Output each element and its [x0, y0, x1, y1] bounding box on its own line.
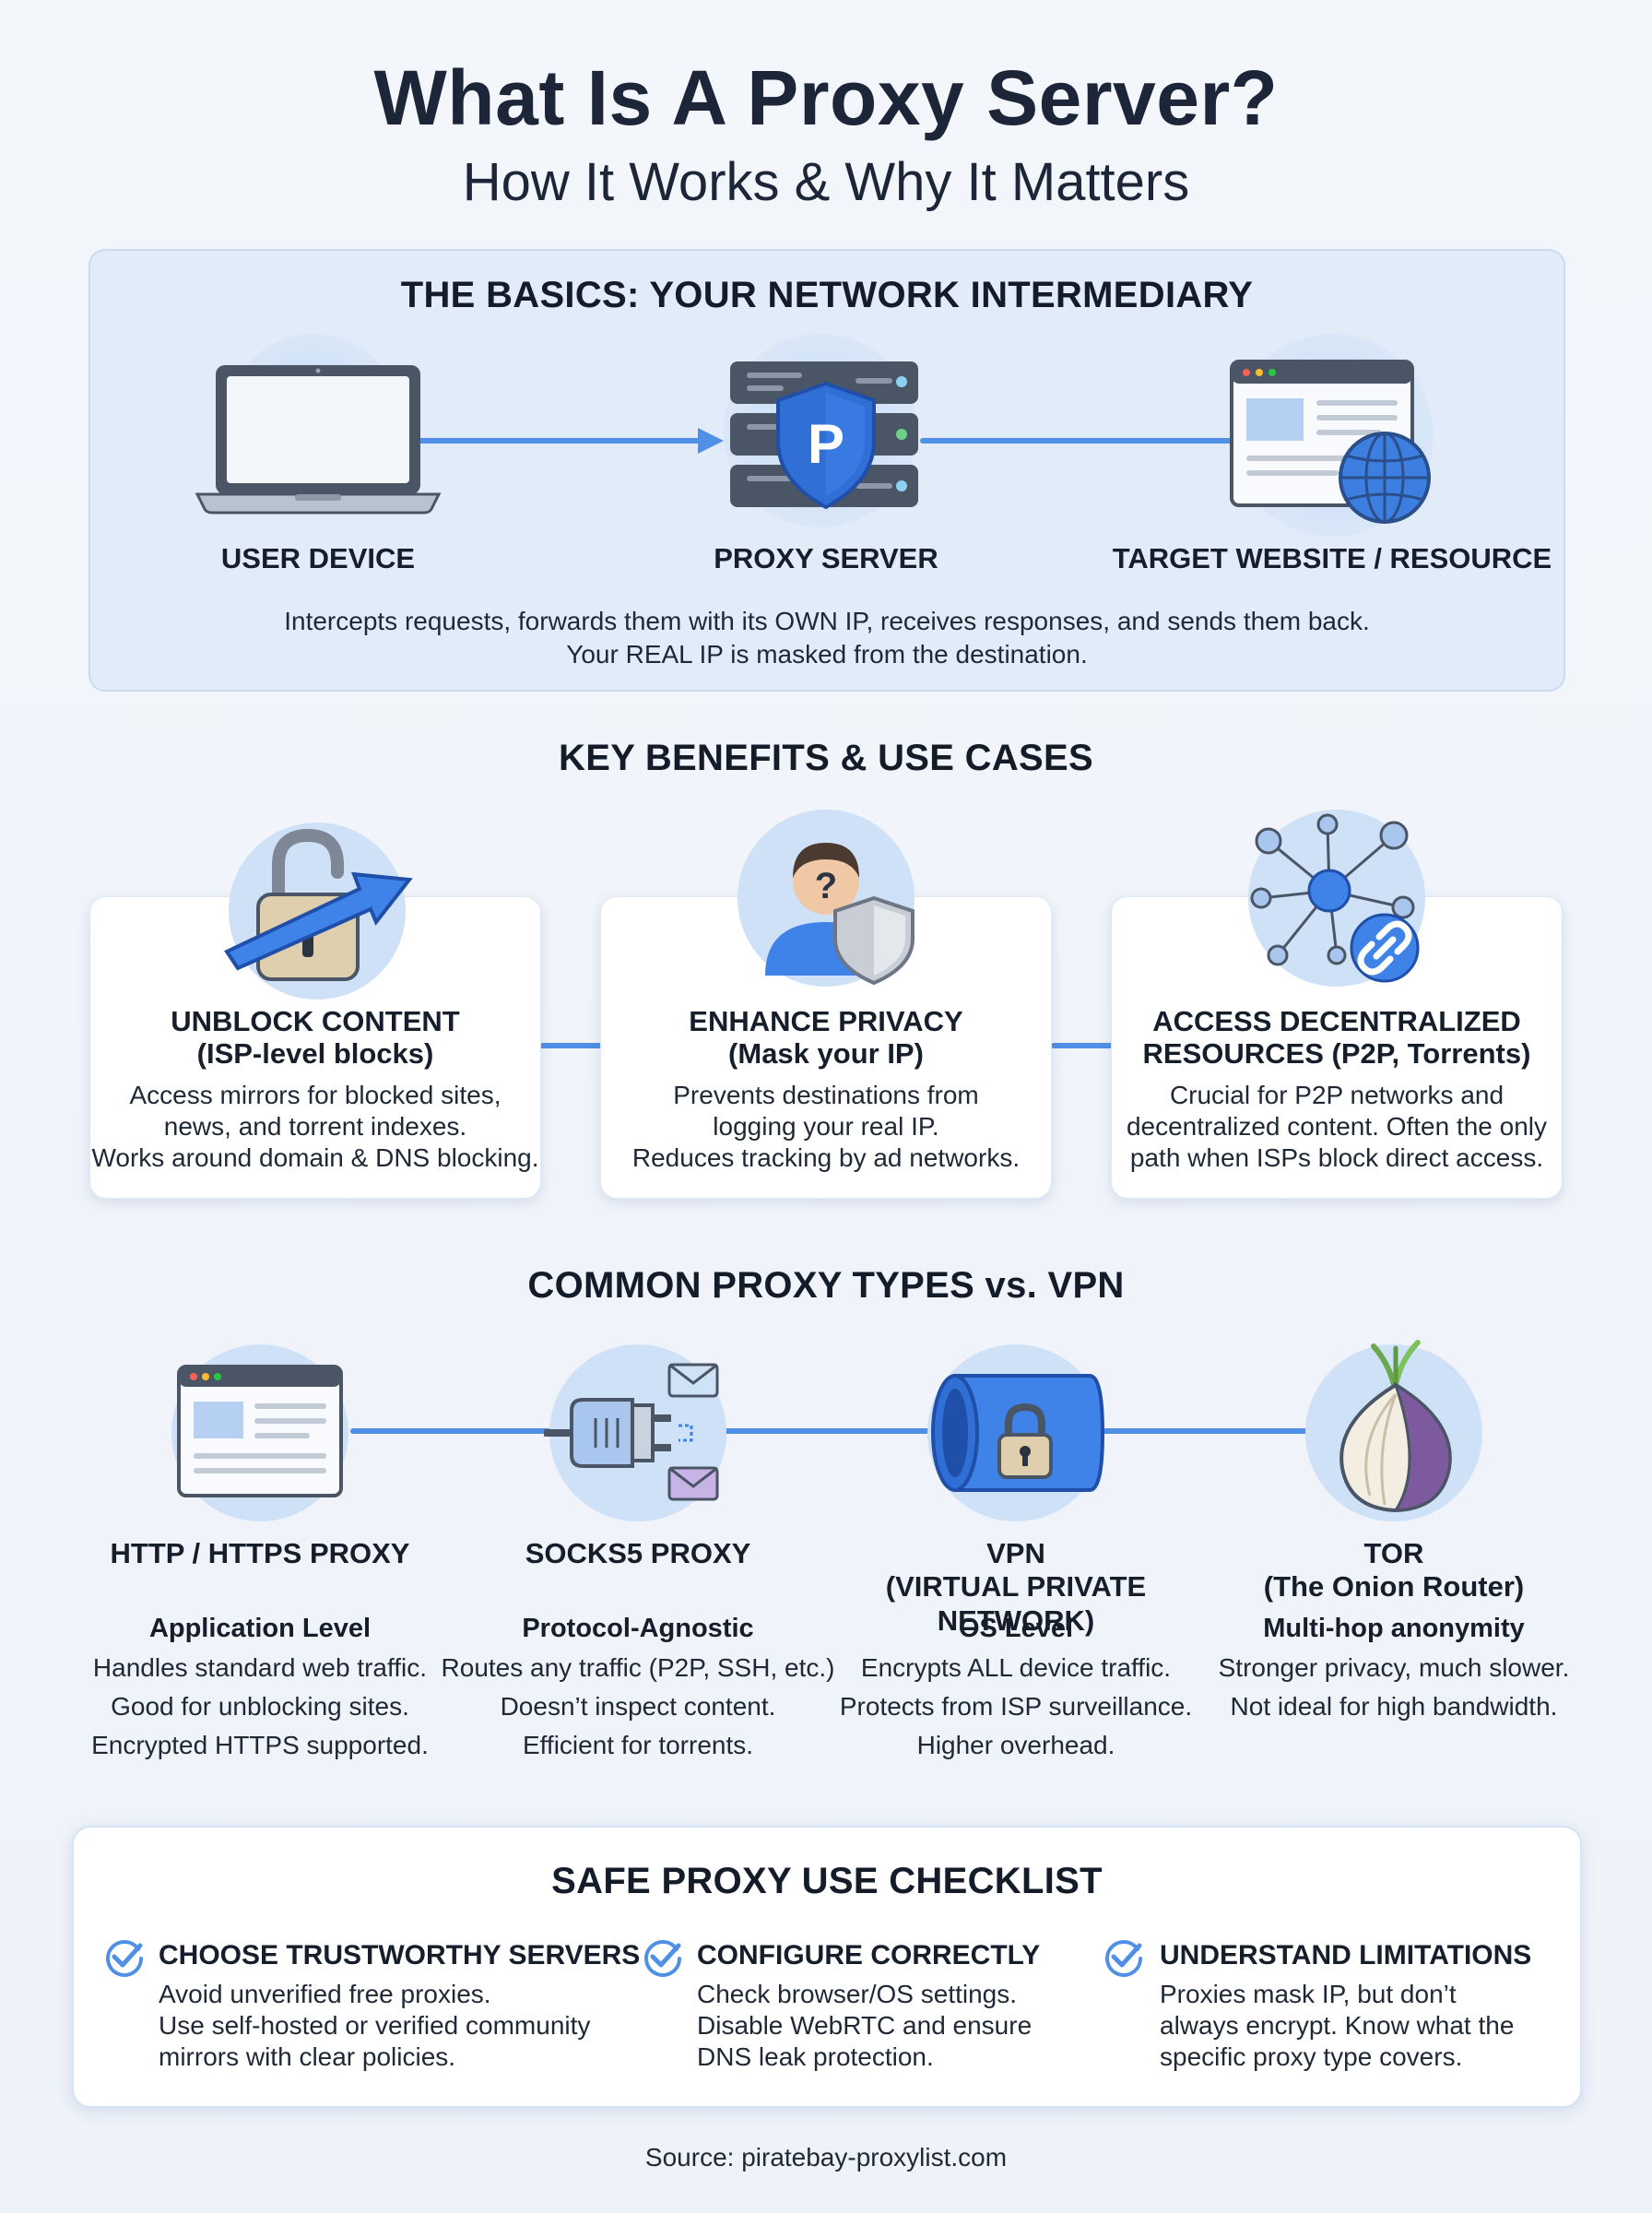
checklist-heading: SAFE PROXY USE CHECKLIST: [551, 1861, 1103, 1901]
benefit-desc-line: Prevents destinations from: [673, 1081, 979, 1109]
type-level-tor: Multi-hop anonymity: [1263, 1614, 1525, 1643]
benefit-subtitle: (Mask your IP): [728, 1037, 924, 1070]
main-title: What Is A Proxy Server?: [373, 54, 1279, 141]
node-label-user-device: USER DEVICE: [220, 542, 416, 574]
subtitle: How It Works & Why It Matters: [462, 152, 1190, 212]
benefit-title: ACCESS DECENTRALIZED: [1152, 1005, 1521, 1037]
type-desc-http-1: Handles standard web traffic.: [92, 1653, 428, 1682]
type-label-http: HTTP / HTTPS PROXY: [110, 1537, 410, 1569]
checklist-desc-line: Check browser/OS settings.: [697, 1980, 1018, 2008]
anonymous-badge: ?: [815, 866, 837, 906]
browser-window-icon: [177, 1365, 343, 1497]
check-circle-icon: [106, 1939, 143, 1977]
checklist-panel: [72, 1826, 1582, 2108]
type-desc-http-2: Good for unblocking sites.: [111, 1692, 409, 1721]
flow-arrow-icon: [698, 428, 724, 454]
onion-icon: [1339, 1340, 1452, 1513]
flow-line-proxy-to-target: [920, 438, 1233, 444]
checklist-title-configure: CONFIGURE CORRECTLY: [697, 1940, 1041, 1970]
website-globe-icon: [1230, 360, 1431, 524]
type-desc-http-3: Encrypted HTTPS supported.: [91, 1731, 429, 1759]
type-label-vpn: VPN: [986, 1537, 1045, 1569]
checklist-desc-line: Avoid unverified free proxies.: [159, 1980, 491, 2008]
check-circle-icon: [644, 1939, 681, 1977]
types-connector-line: [350, 1428, 1346, 1434]
type-desc-vpn-1: Encrypts ALL device traffic.: [860, 1653, 1172, 1682]
server-shield-icon: P: [730, 361, 918, 510]
type-desc-tor-2: Not ideal for high bandwidth.: [1230, 1692, 1558, 1721]
checklist-desc-line: specific proxy type covers.: [1160, 2042, 1463, 2071]
type-level-vpn: OS Level: [958, 1614, 1074, 1643]
anonymous-user-shield-icon: ?: [765, 843, 914, 985]
proxy-badge: P: [808, 413, 844, 475]
benefit-desc-line: Works around domain & DNS blocking.: [91, 1143, 539, 1172]
checklist-desc-line: mirrors with clear policies.: [159, 2042, 456, 2071]
checklist-desc-line: Disable WebRTC and ensure: [697, 2011, 1032, 2040]
checklist-desc-line: Proxies mask IP, but don’t: [1160, 1980, 1457, 2008]
benefit-desc-line: Crucial for P2P networks and: [1169, 1081, 1504, 1109]
checklist-desc-line: always encrypt. Know what the: [1160, 2011, 1515, 2040]
type-level-socks5: Protocol-Agnostic: [522, 1614, 754, 1643]
type-desc-tor-1: Stronger privacy, much slower.: [1218, 1653, 1570, 1682]
type-desc-socks5-3: Efficient for torrents.: [522, 1731, 754, 1759]
unlocked-padlock-arrow-icon: [224, 828, 413, 981]
type-desc-socks5-2: Doesn’t inspect content.: [500, 1692, 776, 1721]
tunnel-lock-icon: [931, 1374, 1105, 1492]
benefit-card-decentralized: ACCESS DECENTRALIZED RESOURCES (P2P, Tor…: [1111, 896, 1563, 1199]
benefit-desc-line: path when ISPs block direct access.: [1129, 1143, 1544, 1172]
benefits-heading: KEY BENEFITS & USE CASES: [559, 738, 1093, 778]
benefit-subtitle: (ISP-level blocks): [196, 1037, 434, 1070]
types-heading: COMMON PROXY TYPES vs. VPN: [527, 1265, 1125, 1306]
type-label-socks5: SOCKS5 PROXY: [525, 1537, 751, 1569]
type-sublabel-tor: (The Onion Router): [1263, 1570, 1525, 1603]
checklist-title-trustworthy: CHOOSE TRUSTWORTHY SERVERS: [159, 1940, 641, 1970]
type-sublabel-vpn: (VIRTUAL PRIVATE NETWORK): [885, 1570, 1147, 1638]
basics-heading: THE BASICS: YOUR NETWORK INTERMEDIARY: [400, 275, 1254, 315]
benefit-connector-2: [1051, 1043, 1114, 1048]
basics-description-line2: Your REAL IP is masked from the destinat…: [566, 640, 1088, 669]
benefit-desc-line: news, and torrent indexes.: [163, 1112, 467, 1141]
checklist-desc-line: DNS leak protection.: [697, 2042, 934, 2071]
node-label-target-website: TARGET WEBSITE / RESOURCE: [1112, 542, 1552, 574]
basics-description-line1: Intercepts requests, forwards them with …: [284, 607, 1370, 635]
source-credit: Source: piratebay-proxylist.com: [644, 2143, 1008, 2172]
benefit-desc-line: Access mirrors for blocked sites,: [129, 1081, 502, 1109]
type-label-tor: TOR: [1363, 1537, 1424, 1569]
benefit-connector-1: [539, 1043, 602, 1048]
checklist-desc-line: Use self-hosted or verified community: [159, 2011, 591, 2040]
type-desc-vpn-2: Protects from ISP surveillance.: [839, 1692, 1193, 1721]
checklist-title-limitations: UNDERSTAND LIMITATIONS: [1160, 1940, 1532, 1970]
node-label-proxy-server: PROXY SERVER: [714, 542, 938, 574]
type-desc-vpn-3: Higher overhead.: [916, 1731, 1115, 1759]
plug-mail-icon: [544, 1363, 719, 1501]
flow-line-device-to-proxy: [417, 438, 702, 444]
benefit-desc-line: logging your real IP.: [713, 1112, 939, 1141]
check-circle-icon: [1105, 1939, 1142, 1977]
benefit-desc-line: Reduces tracking by ad networks.: [631, 1143, 1021, 1172]
benefit-card-unblock: UNBLOCK CONTENT (ISP-level blocks) Acces…: [89, 896, 541, 1199]
type-level-http: Application Level: [148, 1614, 372, 1643]
laptop-icon: [195, 365, 442, 515]
benefit-subtitle: RESOURCES (P2P, Torrents): [1142, 1037, 1531, 1070]
benefit-desc-line: decentralized content. Often the only: [1126, 1112, 1548, 1141]
type-desc-socks5-1: Routes any traffic (P2P, SSH, etc.): [441, 1653, 835, 1682]
benefit-title: ENHANCE PRIVACY: [689, 1005, 963, 1037]
benefit-title: UNBLOCK CONTENT: [171, 1005, 460, 1037]
network-link-icon: [1250, 813, 1420, 983]
